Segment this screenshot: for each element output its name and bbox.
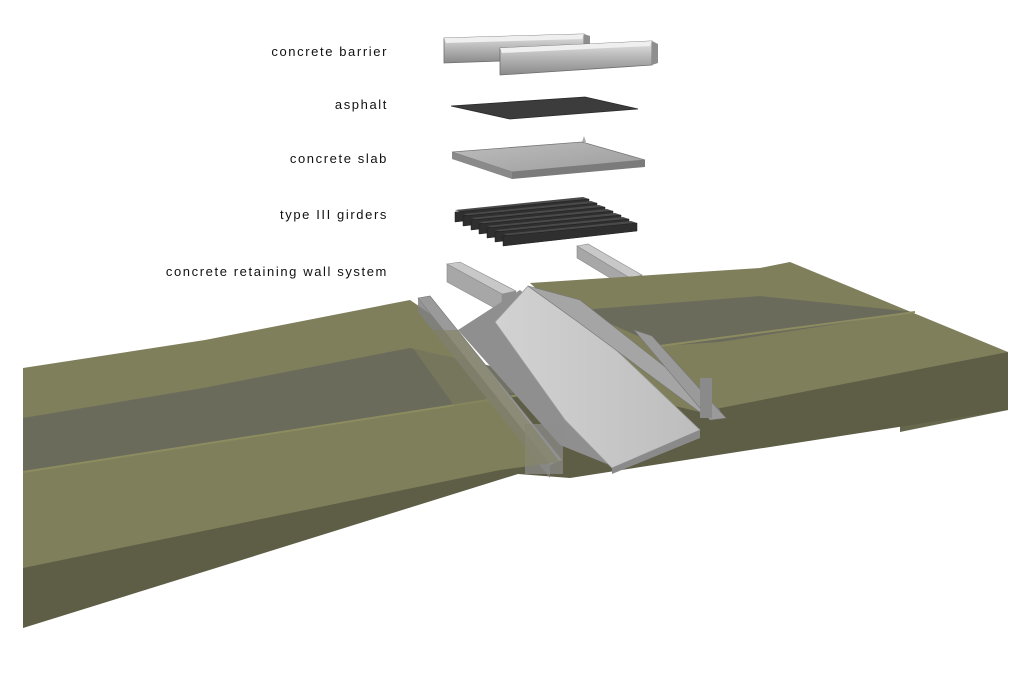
girder-body: [502, 222, 638, 247]
girder-top: [455, 197, 589, 212]
girder-top: [495, 217, 629, 232]
type-iii-girders-component: [454, 197, 638, 247]
asphalt-component: [450, 96, 639, 120]
label-asphalt: asphalt: [334, 97, 388, 112]
terrain-front-face: [23, 352, 1008, 628]
retaining-wall-right-assembled: [527, 285, 727, 421]
label-concrete-retaining-wall-system: concrete retaining wall system: [165, 264, 388, 279]
label-concrete-slab: concrete slab: [289, 151, 388, 166]
road-band-left: [23, 348, 520, 472]
ground-overlay: [400, 330, 560, 470]
girder-top: [487, 213, 621, 228]
girder-top: [471, 205, 605, 220]
girder-top: [503, 221, 637, 236]
girder-top: [479, 209, 613, 224]
road-band-right: [580, 296, 915, 346]
concrete-slab-component: [451, 136, 646, 179]
girder-top: [463, 201, 597, 216]
concrete-barrier-right: [499, 40, 658, 76]
label-type-iii-girders: type III girders: [280, 207, 388, 222]
assembled-crossing: [400, 285, 727, 478]
concrete-barrier-component: [443, 33, 658, 76]
label-concrete-barrier: concrete barrier: [271, 44, 388, 59]
